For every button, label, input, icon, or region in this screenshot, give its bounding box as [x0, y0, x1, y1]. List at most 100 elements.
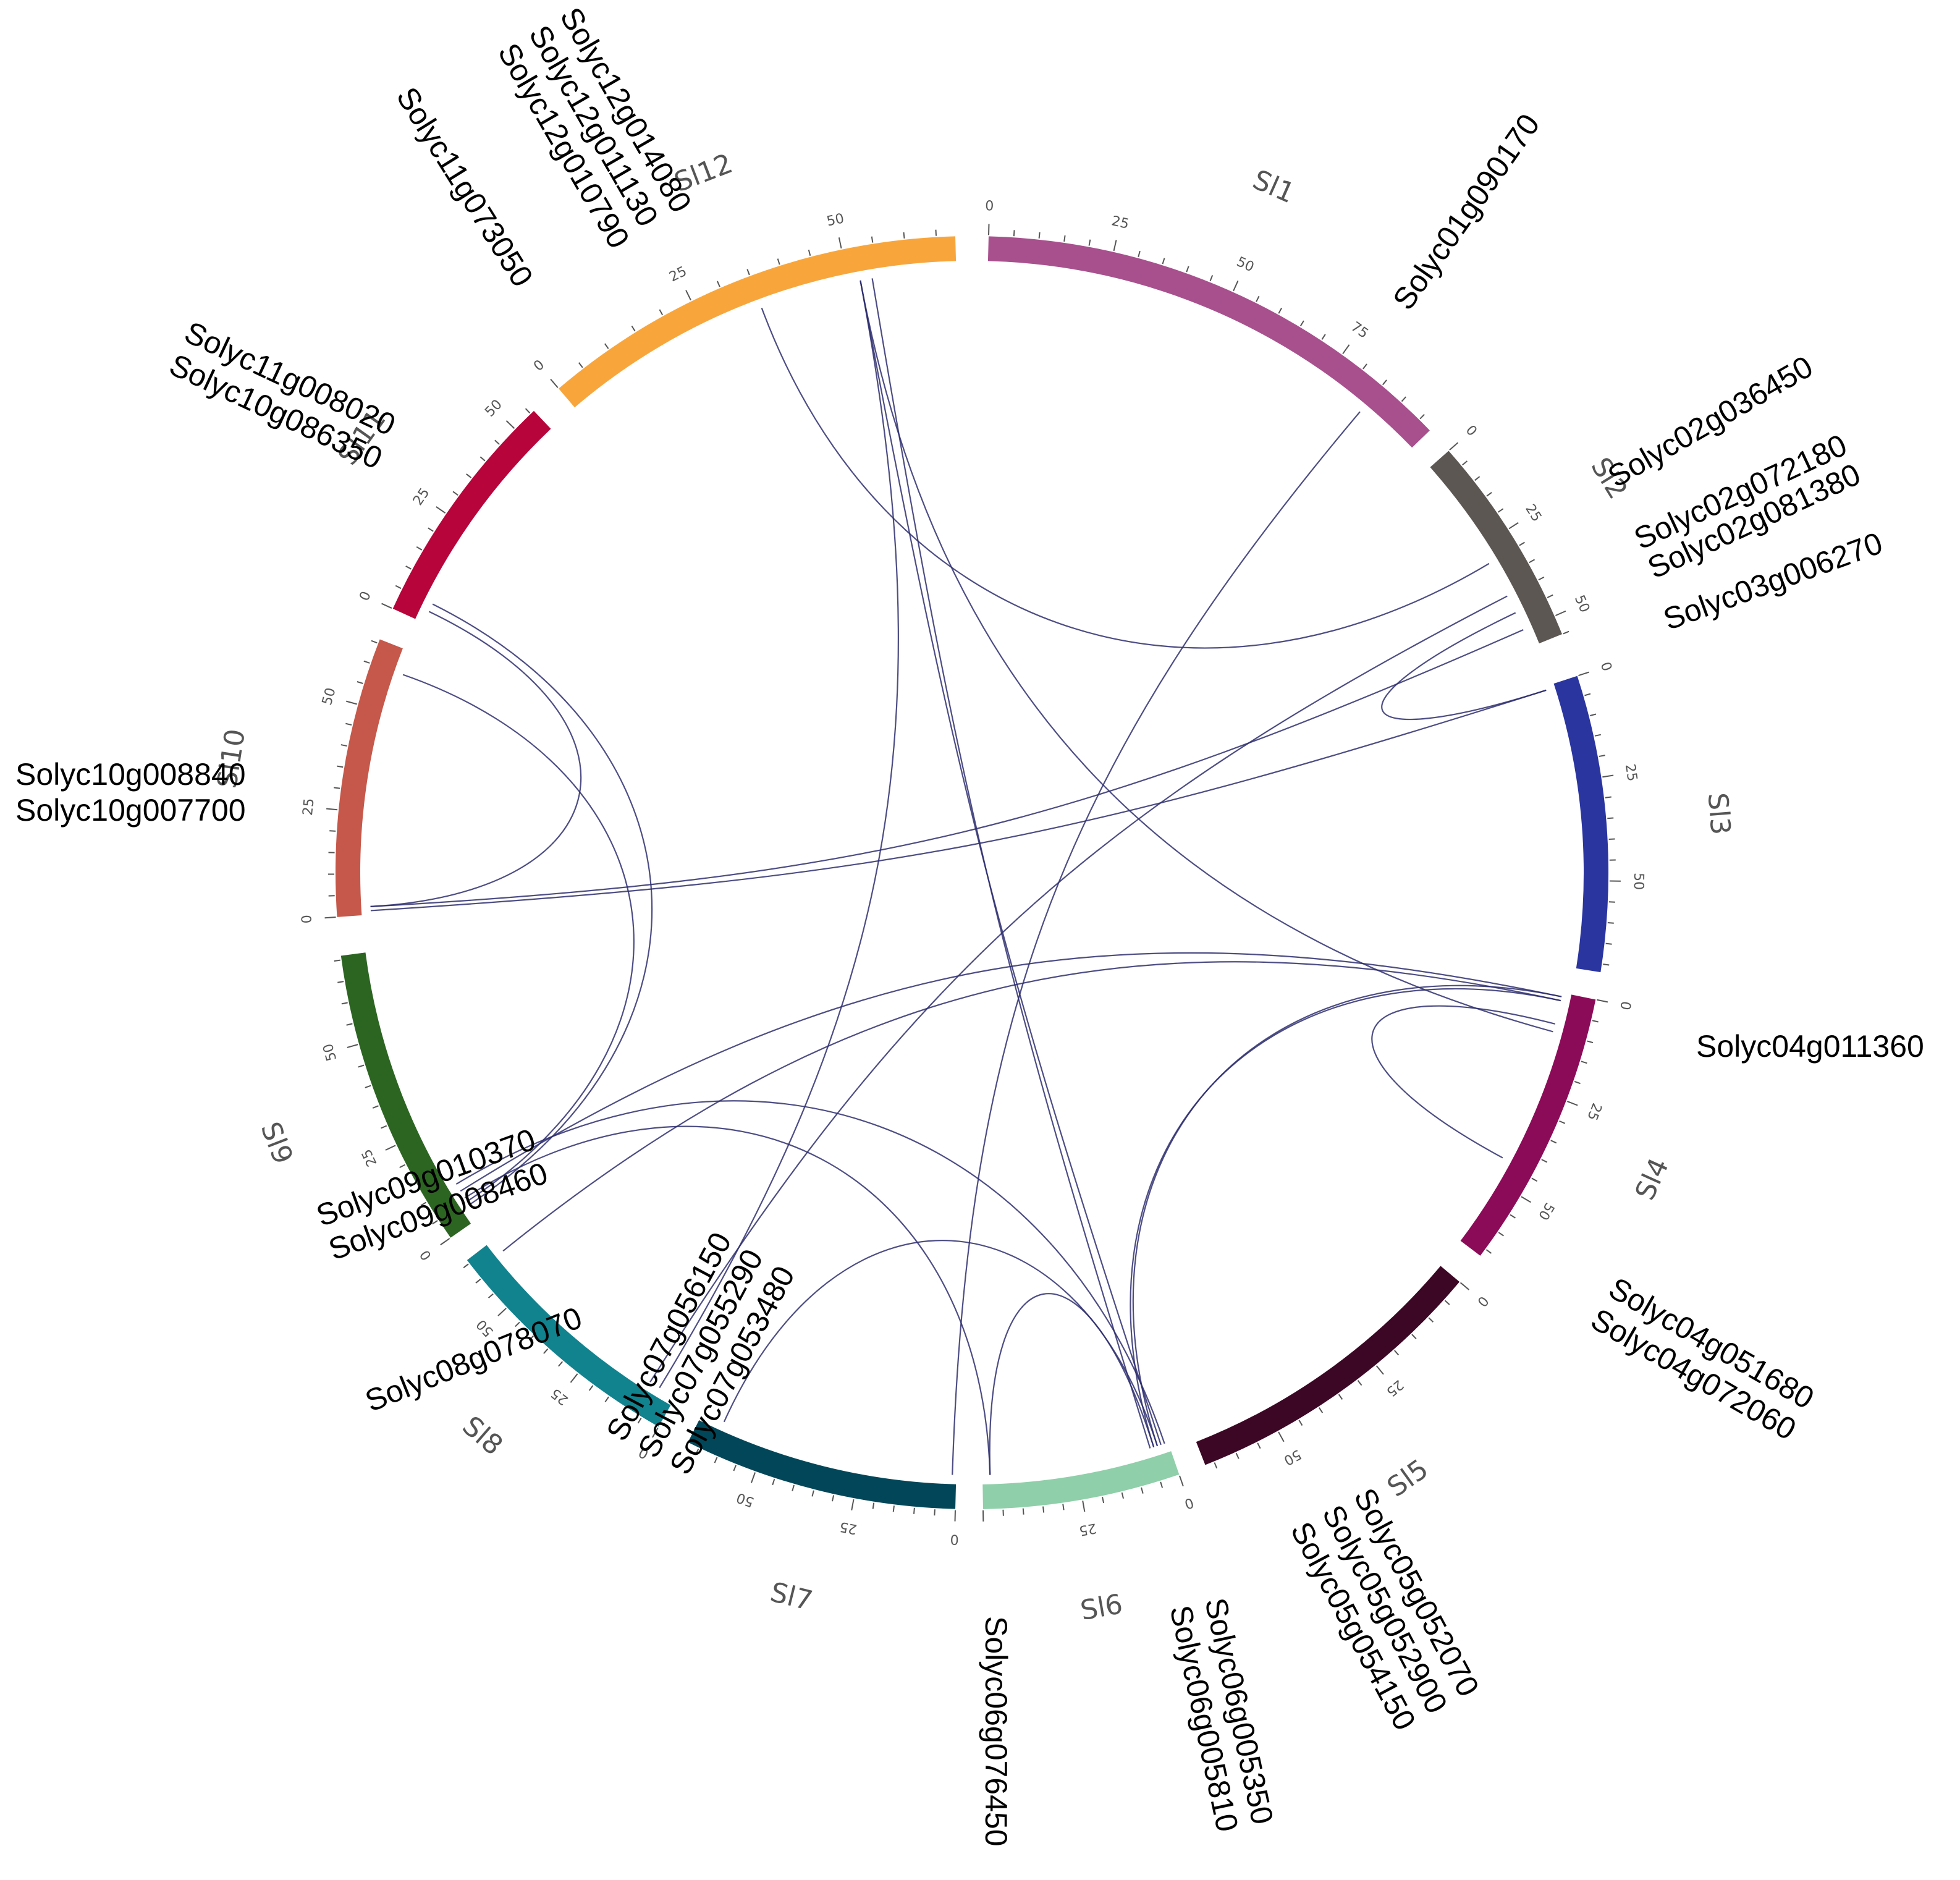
tick-Sl5-20 — [1393, 1350, 1400, 1356]
tick-label-Sl4-50: 50 — [1535, 1200, 1557, 1222]
tick-Sl4-10 — [1587, 1040, 1594, 1044]
tick-Sl6-0 — [1179, 1475, 1184, 1487]
tick-Sl10-55 — [357, 681, 363, 684]
tick-Sl7-60 — [714, 1457, 718, 1463]
gene-label-group: Solyc04g051680Solyc04g072060 — [1586, 1271, 1820, 1447]
tick-Sl9-65 — [337, 981, 344, 983]
tick-label-Sl3-50: 50 — [1631, 873, 1646, 890]
tick-Sl1-80 — [1362, 363, 1367, 370]
tick-Sl12-5 — [578, 362, 583, 368]
chromosome-Sl2 — [1430, 451, 1562, 644]
tick-Sl9-0 — [440, 1238, 450, 1246]
tick-Sl1-5 — [1013, 230, 1015, 237]
tick-Sl3-30 — [1605, 796, 1612, 798]
synteny-link-3 — [1381, 612, 1547, 721]
tick-Sl7-55 — [733, 1465, 737, 1471]
synteny-link-16 — [659, 280, 900, 1389]
tick-Sl4-55 — [1510, 1214, 1516, 1219]
tick-Sl7-35 — [811, 1490, 814, 1497]
tick-Sl8-40 — [528, 1335, 534, 1341]
tick-label-Sl1-75: 75 — [1348, 319, 1371, 342]
tick-Sl10-45 — [345, 722, 352, 726]
tick-Sl2-15 — [1486, 492, 1492, 497]
gene-label: Solyc01g090170 — [1386, 108, 1547, 316]
tick-Sl8-10 — [620, 1407, 626, 1413]
tick-Sl1-95 — [1419, 413, 1425, 420]
chromosome-label-Sl1: Sl1 — [1248, 164, 1299, 210]
gene-label-group: Solyc07g056150Solyc07g055290Solyc07g0534… — [599, 1227, 801, 1480]
tick-label-Sl12-50: 50 — [826, 211, 846, 229]
tick-label-Sl4-25: 25 — [1584, 1101, 1604, 1122]
tick-Sl8-65 — [463, 1263, 469, 1269]
tick-Sl8-35 — [543, 1348, 549, 1354]
gene-label: Solyc11g073050 — [390, 81, 540, 292]
tick-Sl1-75 — [1342, 344, 1350, 355]
tick-Sl7-40 — [792, 1484, 795, 1491]
tick-Sl11-5 — [395, 585, 402, 589]
tick-Sl7-45 — [772, 1478, 775, 1486]
tick-label-Sl4-0: 0 — [1616, 1000, 1633, 1012]
synteny-link-9 — [1371, 1005, 1556, 1159]
synteny-link-4 — [370, 629, 1524, 907]
tick-Sl12-55 — [871, 236, 874, 243]
tick-Sl11-30 — [452, 491, 458, 496]
tick-Sl4-5 — [1592, 1020, 1599, 1023]
chromosome-Sl3 — [1553, 675, 1608, 973]
tick-Sl3-0 — [1578, 671, 1589, 677]
tick-label-Sl2-0: 0 — [1463, 423, 1480, 439]
tick-label-Sl1-25: 25 — [1110, 213, 1130, 232]
tick-Sl10-65 — [371, 640, 378, 644]
gene-label: Solyc06g076450 — [979, 1616, 1013, 1847]
chromosome-Sl7 — [688, 1420, 957, 1509]
tick-Sl1-55 — [1256, 295, 1260, 302]
chromosome-Sl11 — [392, 410, 551, 619]
tick-Sl3-25 — [1602, 774, 1614, 778]
chromosome-label-Sl6: Sl6 — [1078, 1588, 1125, 1627]
tick-label-Sl12-0: 0 — [531, 357, 547, 375]
tick-Sl4-60 — [1498, 1232, 1504, 1237]
tick-label-Sl8-25: 25 — [548, 1385, 571, 1408]
tick-label-Sl11-50: 50 — [482, 397, 505, 420]
tick-Sl5-60 — [1235, 1452, 1240, 1459]
tick-Sl2-30 — [1519, 541, 1525, 546]
tick-Sl7-15 — [892, 1505, 895, 1512]
chromosome-label-Sl5: Sl5 — [1382, 1453, 1434, 1503]
chromosome-Sl9 — [340, 952, 471, 1238]
tick-Sl8-60 — [475, 1278, 481, 1284]
tick-Sl2-0 — [1449, 442, 1459, 451]
chromosome-Sl5 — [1196, 1266, 1460, 1465]
tick-label-Sl7-0: 0 — [950, 1531, 959, 1546]
synteny-links — [370, 278, 1562, 1475]
tick-Sl9-70 — [334, 959, 340, 962]
chromosome-Sl10 — [336, 639, 403, 917]
tick-label-Sl2-50: 50 — [1571, 593, 1592, 615]
tick-Sl9-35 — [372, 1105, 379, 1109]
tick-label-Sl9-25: 25 — [359, 1146, 381, 1169]
tick-Sl9-25 — [385, 1145, 396, 1151]
tick-label-Sl11-0: 0 — [357, 589, 374, 603]
tick-Sl6-25 — [1082, 1501, 1086, 1512]
tick-Sl12-0 — [550, 378, 559, 388]
gene-label-group: Solyc11g073050 — [390, 81, 540, 292]
tick-Sl3-10 — [1590, 713, 1597, 716]
gene-label-group: Solyc06g076450 — [979, 1616, 1013, 1847]
tick-Sl1-50 — [1233, 280, 1239, 292]
tick-Sl9-40 — [365, 1085, 371, 1088]
tick-Sl4-40 — [1541, 1159, 1548, 1163]
tick-Sl10-60 — [363, 660, 370, 664]
tick-Sl12-45 — [808, 249, 811, 256]
tick-Sl2-35 — [1529, 559, 1535, 564]
tick-Sl9-10 — [420, 1201, 427, 1206]
gene-label-group: Solyc12g014080Solyc12g011130Solyc12g0107… — [491, 2, 698, 255]
tick-Sl9-5 — [432, 1220, 438, 1225]
tick-Sl1-60 — [1278, 307, 1282, 314]
tick-Sl3-20 — [1599, 755, 1605, 757]
synteny-link-13 — [871, 278, 1151, 1449]
tick-Sl4-45 — [1531, 1177, 1538, 1182]
tick-Sl6-35 — [1042, 1506, 1045, 1513]
tick-label-Sl9-0: 0 — [417, 1247, 435, 1263]
tick-Sl1-65 — [1299, 320, 1304, 327]
tick-Sl4-50 — [1521, 1196, 1531, 1203]
synteny-link-0 — [952, 411, 1361, 1475]
tick-Sl11-45 — [494, 439, 500, 445]
